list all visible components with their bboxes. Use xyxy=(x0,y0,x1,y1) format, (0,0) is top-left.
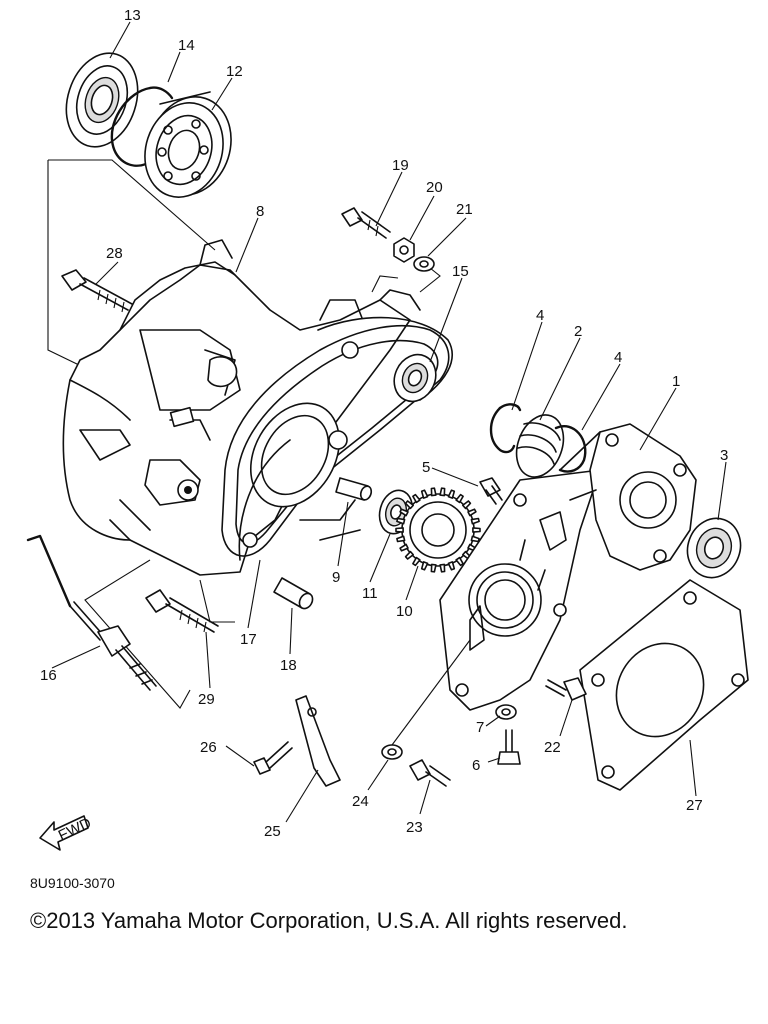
bearing-13 xyxy=(65,52,139,148)
callout-19: 19 xyxy=(392,157,409,174)
spring-4-right xyxy=(554,425,587,473)
callout-18: 18 xyxy=(280,657,297,674)
gasket-17 xyxy=(238,439,291,561)
callout-23: 23 xyxy=(406,819,423,836)
circlip-14 xyxy=(110,86,174,167)
gear-tooth xyxy=(396,517,406,525)
callout-14: 14 xyxy=(178,37,195,54)
gear-tooth xyxy=(412,493,421,504)
spring-2 xyxy=(515,414,565,478)
callout-10: 10 xyxy=(396,603,413,620)
bracket-25 xyxy=(295,695,341,787)
gear-tooth xyxy=(395,527,404,533)
callout-4-right: 4 xyxy=(614,349,622,366)
dowel-18 xyxy=(273,577,314,610)
callout-2: 2 xyxy=(574,323,582,340)
callout-20: 20 xyxy=(426,179,443,196)
gear-tooth xyxy=(447,489,456,499)
shift-lever-16 xyxy=(26,534,157,691)
bolt-5 xyxy=(479,477,503,505)
gear-tooth xyxy=(455,556,464,567)
gear-tooth xyxy=(470,535,480,543)
callout-7: 7 xyxy=(476,719,484,736)
callout-11: 11 xyxy=(362,585,378,602)
gear-tooth xyxy=(439,563,446,573)
bolt-19 xyxy=(341,207,391,239)
gear-tooth xyxy=(420,489,429,499)
pump-housing-1 xyxy=(559,423,697,571)
bearing-12 xyxy=(144,91,232,198)
pump-plate xyxy=(439,469,601,711)
gear-tooth xyxy=(439,487,446,497)
washer-7 xyxy=(495,704,517,720)
callout-25: 25 xyxy=(264,823,281,840)
bolt-23 xyxy=(409,759,451,787)
callout-12: 12 xyxy=(226,63,243,80)
callout-5: 5 xyxy=(422,459,430,476)
gear-tooth xyxy=(399,543,409,552)
gear-tooth xyxy=(399,508,409,517)
callout-22: 22 xyxy=(544,739,561,756)
bolt-22 xyxy=(545,677,587,701)
gear-tooth xyxy=(404,550,415,560)
callout-15: 15 xyxy=(452,263,469,280)
gear-10 xyxy=(395,487,481,573)
gear-tooth xyxy=(420,561,429,571)
washer-24 xyxy=(381,744,403,760)
callout-9: 9 xyxy=(332,569,340,586)
seal-3 xyxy=(686,517,742,579)
callout-26: 26 xyxy=(200,739,217,756)
gear-tooth xyxy=(430,487,437,497)
washer-21 xyxy=(413,256,435,272)
callout-28: 28 xyxy=(106,245,123,262)
callout-6: 6 xyxy=(472,757,480,774)
spring-4-left xyxy=(489,403,522,454)
bolt-28 xyxy=(61,269,133,313)
callout-16: 16 xyxy=(40,667,57,684)
callout-numbers: 13 14 12 8 28 19 20 21 15 4 2 4 1 3 5 9 … xyxy=(40,7,728,840)
gear-tooth xyxy=(447,561,456,571)
fwd-arrow-icon: FWD xyxy=(39,815,94,851)
callout-8: 8 xyxy=(256,203,264,220)
exploded-parts-diagram: FWD 13 14 12 8 xyxy=(26,7,749,891)
copyright-notice: ©2013 Yamaha Motor Corporation, U.S.A. A… xyxy=(30,908,628,933)
callout-13: 13 xyxy=(124,7,141,24)
nut-20 xyxy=(393,237,415,263)
gear-tooth xyxy=(470,517,480,525)
fwd-label: FWD xyxy=(56,815,94,845)
callout-24: 24 xyxy=(352,793,369,810)
callout-4-left: 4 xyxy=(536,307,544,324)
gear-tooth xyxy=(472,527,481,533)
gasket-27 xyxy=(579,579,749,791)
gear-tooth xyxy=(396,535,406,543)
crankcase-8 xyxy=(62,239,450,576)
bolt-29 xyxy=(145,589,219,633)
drawing-code: 8U9100-3070 xyxy=(30,875,115,891)
callout-27: 27 xyxy=(686,797,703,814)
dowel-9 xyxy=(335,477,373,501)
gear-tooth xyxy=(404,500,415,510)
callout-1: 1 xyxy=(672,373,680,390)
gear-tooth xyxy=(412,556,421,567)
gear-tooth xyxy=(467,508,477,517)
leader-lines xyxy=(51,21,727,823)
oring-15 xyxy=(317,316,453,403)
gear-tooth xyxy=(461,500,472,510)
callout-21: 21 xyxy=(456,201,473,218)
bolt-6 xyxy=(497,729,521,765)
gear-tooth xyxy=(430,563,437,573)
callout-17: 17 xyxy=(240,631,257,648)
gear-tooth xyxy=(455,493,464,504)
callout-29: 29 xyxy=(198,691,215,708)
callout-3: 3 xyxy=(720,447,728,464)
screw-26 xyxy=(253,741,293,775)
